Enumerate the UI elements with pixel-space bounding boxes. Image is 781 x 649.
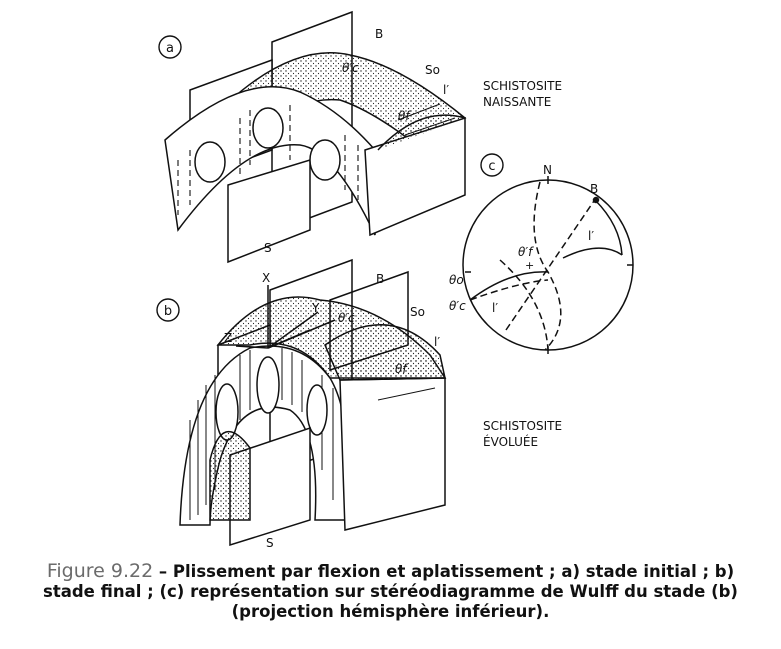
label-So-b: So: [410, 305, 425, 319]
figure-number: Figure 9.22: [46, 560, 154, 582]
label-S-b: S: [266, 536, 274, 550]
label-theta-c-prime: θ′c: [449, 299, 466, 313]
label-theta-f-a: θf: [398, 109, 411, 123]
svg-text:a: a: [166, 41, 174, 56]
svg-text:b: b: [164, 304, 172, 319]
panel-a-block: [164, 10, 467, 264]
panel-c-marker: c: [480, 153, 504, 177]
label-lprime-c2: l′: [492, 301, 498, 315]
label-X: X: [262, 271, 270, 285]
panel-b-marker: b: [156, 298, 180, 322]
label-Z: Z: [224, 331, 232, 345]
label-theta-f-prime: θ′f: [518, 245, 534, 259]
panel-b-block: [179, 258, 447, 547]
schistosite-evoluee-1: SCHISTOSITE: [483, 419, 562, 433]
label-N: N: [543, 163, 552, 177]
label-theta-c-b: θ′c: [338, 311, 355, 325]
label-lprime-b: l′: [434, 335, 440, 349]
label-lprime-a: l′: [443, 83, 449, 97]
label-theta-o: θo: [449, 273, 464, 287]
axial-lower-a: [227, 158, 311, 264]
label-lprime-c: l′: [588, 229, 594, 243]
label-theta-f-b: θf: [395, 362, 408, 376]
right-block-b: [339, 377, 446, 531]
fold-front-a: [164, 85, 376, 236]
primitive-circle: [462, 179, 634, 351]
fold-diagram: + a b c B So l′ θ′c θf S SCHISTOSITE NAI…: [156, 10, 634, 550]
caption-text: – Plissement par flexion et aplatissemen…: [43, 562, 738, 621]
label-Y: Y: [311, 301, 320, 315]
schistosite-evoluee-2: ÉVOLUÉE: [483, 434, 538, 449]
label-So-a: So: [425, 63, 440, 77]
label-B-a: B: [375, 27, 383, 41]
stereonet: +: [462, 176, 634, 354]
label-theta-c-a: θ′c: [342, 61, 359, 75]
label-S-a: S: [264, 241, 272, 255]
label-B-b: B: [376, 272, 384, 286]
svg-text:+: +: [525, 259, 534, 272]
figure-caption: Figure 9.22 – Plissement par flexion et …: [20, 561, 761, 622]
svg-text:c: c: [488, 159, 495, 174]
panel-a-marker: a: [158, 35, 182, 59]
label-B-c: B: [590, 182, 598, 196]
schistosite-naissante-2: NAISSANTE: [483, 95, 551, 109]
schistosite-naissante-1: SCHISTOSITE: [483, 79, 562, 93]
